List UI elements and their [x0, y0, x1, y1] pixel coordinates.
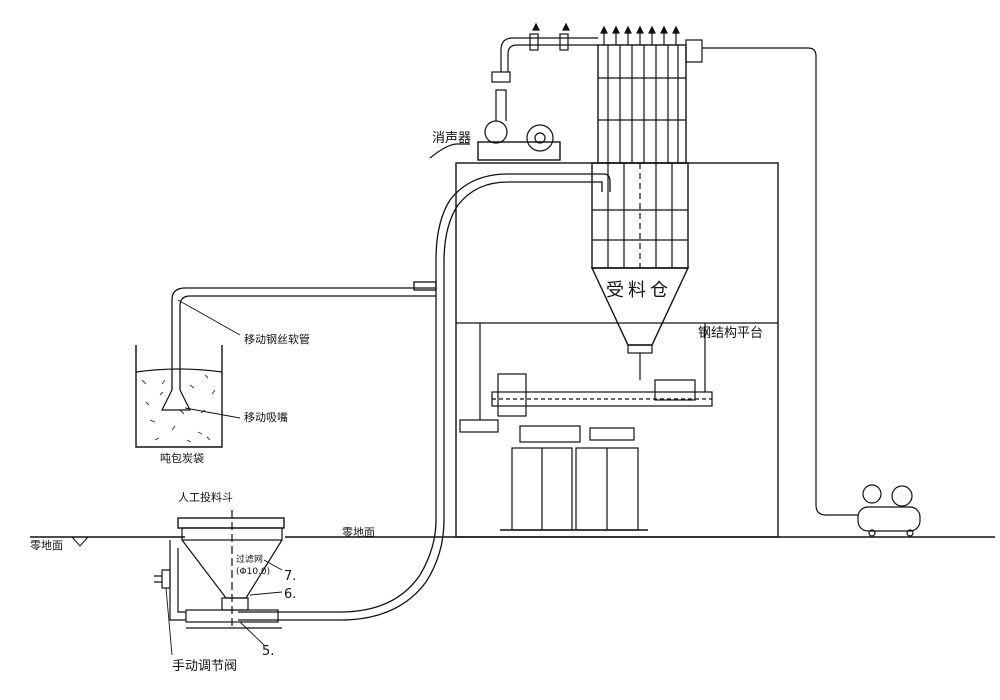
silencer-label: 消声器 [432, 131, 472, 146]
ground-level-label-right: 零地面 [342, 526, 375, 539]
callout-6: 6. [284, 587, 297, 602]
manual-hopper-label: 人工投料斗 [178, 491, 233, 504]
receiving-bin [590, 162, 690, 380]
roots-blower [429, 22, 598, 161]
bag-filter [597, 25, 703, 164]
callout-5: 5. [262, 644, 275, 659]
steel-structure-frame [455, 162, 779, 538]
flexible-hose-label: 移动钢丝软管 [244, 333, 310, 346]
suction-nozzle-label: 移动吸嘴 [244, 411, 288, 424]
screw-conveyor-and-bins [459, 323, 713, 531]
manual-feed-hopper [154, 510, 285, 630]
conveying-pipeline [171, 173, 611, 621]
ton-bag [135, 345, 223, 448]
ground-level-label-left: 零地面 [30, 539, 63, 552]
filter-screen-label: 过滤网 [236, 555, 264, 565]
leader-lines [165, 299, 283, 656]
receiving-bin-label: 受料仓 [606, 280, 672, 301]
manual-valve-label: 手动调节阀 [172, 659, 238, 674]
air-compressor [702, 47, 921, 537]
mesh-size-label: (Φ10.0) [236, 567, 271, 577]
ton-bag-label: 吨包炭袋 [160, 452, 204, 465]
ground-line [30, 536, 995, 547]
callout-7: 7. [284, 569, 297, 584]
steel-platform-label: 钢结构平台 [698, 326, 764, 341]
